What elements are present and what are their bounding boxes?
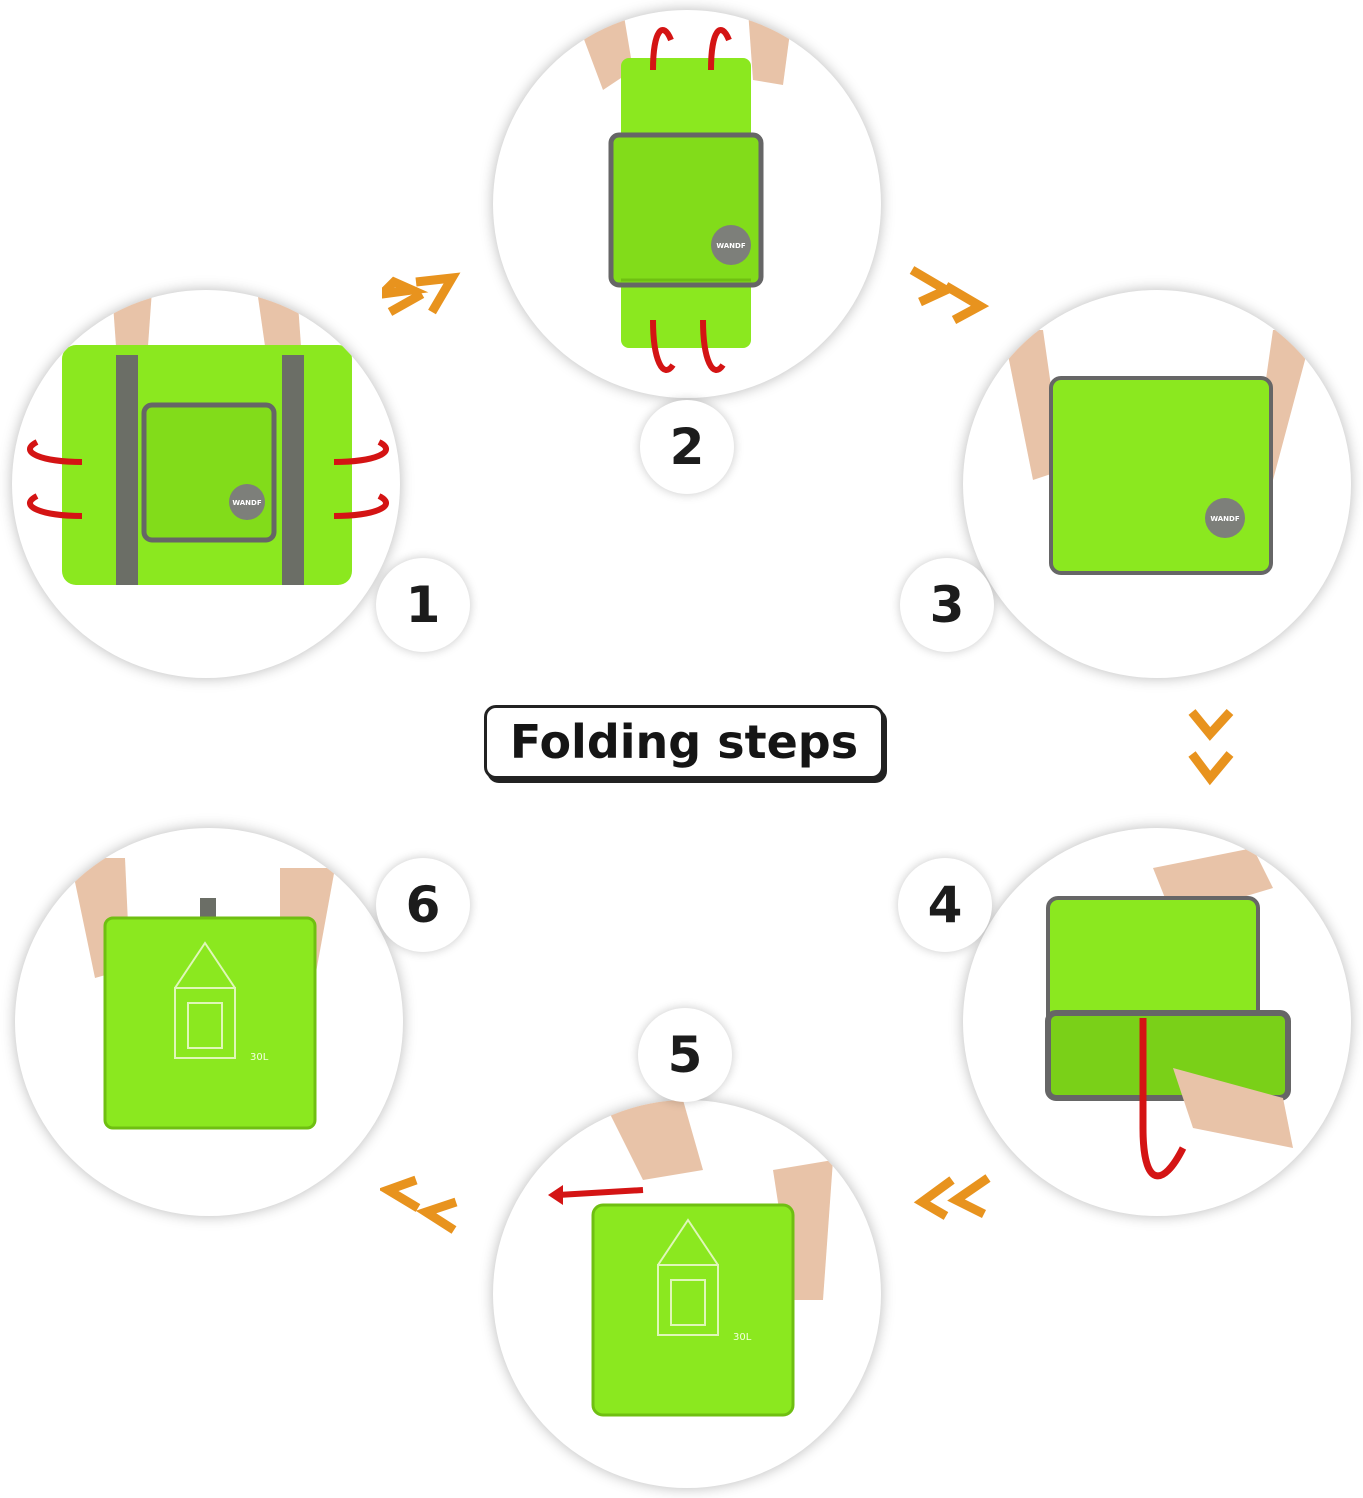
chevron-left-icon <box>913 1174 991 1220</box>
step-3-number: 3 <box>900 558 994 652</box>
chevron-left-icon <box>380 1175 458 1234</box>
step-3-photo: WANDF <box>963 290 1351 678</box>
chevron-down-icon <box>1188 708 1234 786</box>
svg-text:WANDF: WANDF <box>1210 515 1239 523</box>
step-6-number: 6 <box>376 858 470 952</box>
chevron-right-icon <box>382 272 461 316</box>
step-5-number: 5 <box>638 1008 732 1102</box>
page-title: Folding steps <box>484 705 884 779</box>
svg-text:WANDF: WANDF <box>232 499 261 507</box>
svg-text:WANDF: WANDF <box>716 242 745 250</box>
step-1-number: 1 <box>376 558 470 652</box>
step-5-photo: 30L <box>493 1100 881 1488</box>
step-4-number: 4 <box>898 858 992 952</box>
chevron-right-icon <box>909 266 990 324</box>
step-2-photo: WANDF <box>493 10 881 398</box>
step-2-number: 2 <box>640 400 734 494</box>
step-6-photo: 30L <box>15 828 403 1216</box>
svg-text:30L: 30L <box>250 1052 269 1063</box>
svg-text:30L: 30L <box>733 1332 752 1343</box>
step-4-photo <box>963 828 1351 1216</box>
step-1-photo: WANDF <box>12 290 400 678</box>
